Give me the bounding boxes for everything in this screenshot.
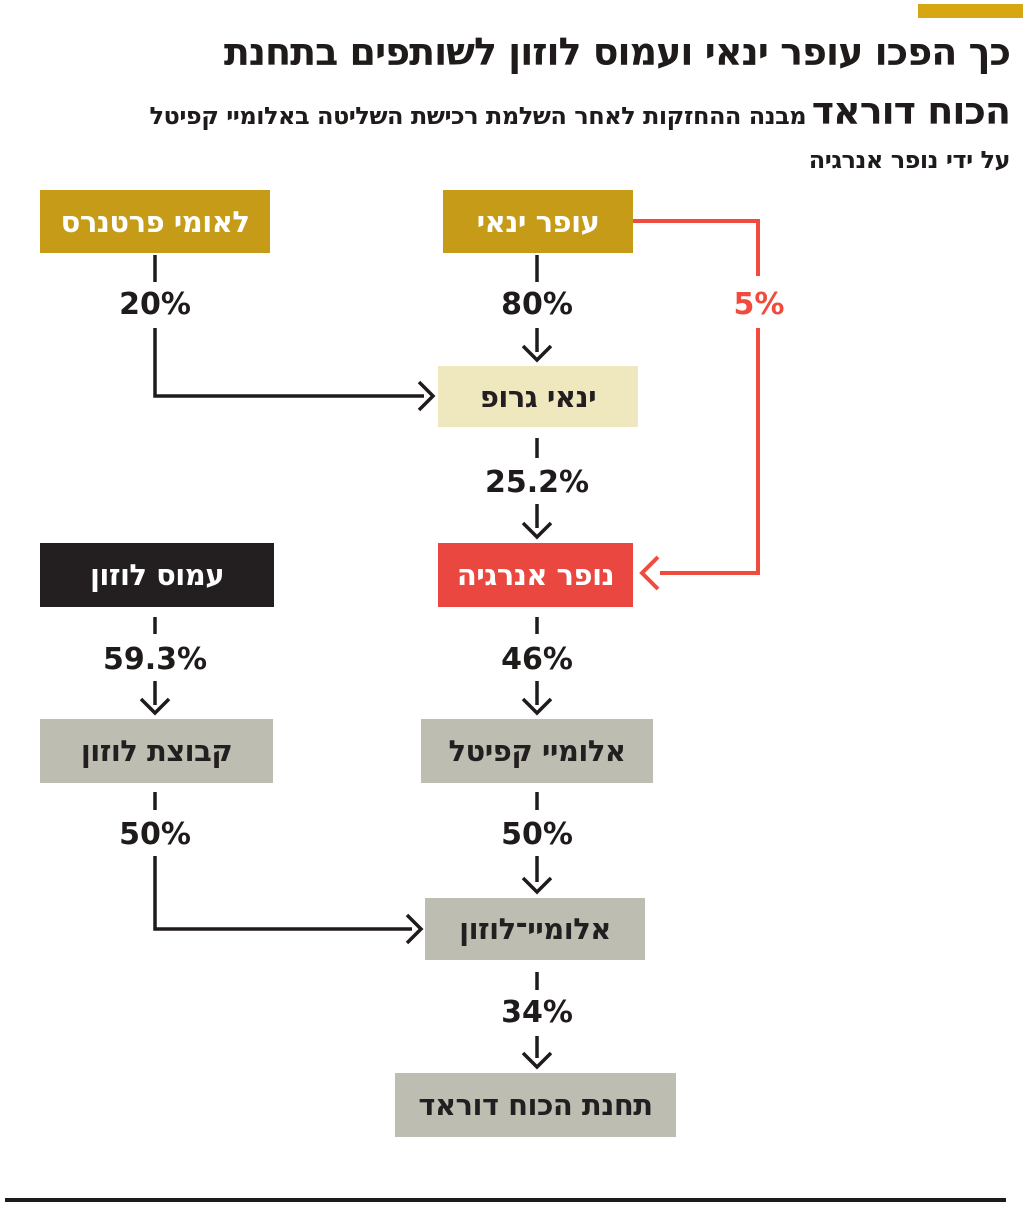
node-ofer-yanai: עופר ינאי bbox=[443, 190, 633, 253]
node-ellomay-lozon: אלומיי־לוזון bbox=[425, 898, 645, 960]
accent-bar bbox=[918, 4, 1023, 18]
arrowhead-down-yanai-group bbox=[521, 344, 553, 363]
node-dorad-power-station: תחנת הכוח דוראד bbox=[395, 1073, 676, 1137]
edge-label-yanai-25-2: 25.2% bbox=[484, 465, 590, 500]
arrowhead-down-lozon-group bbox=[139, 697, 171, 716]
title-line-1: כך הפכו עופר ינאי ועמוס לוזון לשותפים בת… bbox=[30, 24, 1011, 88]
subtitle-line-2: על ידי נופר אנרגיה bbox=[30, 142, 1011, 181]
subtitle-text: מבנה ההחזקות לאחר השלמת רכישת השליטה באל… bbox=[149, 102, 807, 130]
arrowhead-right-yanai-group bbox=[417, 380, 436, 412]
headline: כך הפכו עופר ינאי ועמוס לוזון לשותפים בת… bbox=[30, 24, 1011, 181]
node-ellomay-capital: אלומיי קפיטל bbox=[421, 719, 653, 783]
title-text-tail: הכוח דוראד bbox=[811, 89, 1011, 133]
edge-label-leumi-20: 20% bbox=[119, 287, 191, 322]
connector-leumi-to-yanai-group bbox=[153, 328, 424, 398]
arrowhead-down-dorad bbox=[521, 1051, 553, 1070]
connector-ofer-to-nofar-bottom bbox=[660, 328, 760, 575]
edge-label-ofer-5: 5% bbox=[733, 287, 785, 322]
edge-label-ofer-80: 80% bbox=[501, 287, 573, 322]
title-line-2: הכוח דוראד מבנה ההחזקות לאחר השלמת רכישת… bbox=[30, 88, 1011, 142]
arrowhead-down-ellomay-lozon bbox=[521, 876, 553, 895]
node-leumi-partners: לאומי פרטנרס bbox=[40, 190, 270, 253]
bottom-rule bbox=[5, 1198, 1006, 1202]
connector-lozon-group-to-ellomay-lozon bbox=[153, 856, 412, 931]
title-text: כך הפכו עופר ינאי ועמוס לוזון לשותפים בת… bbox=[223, 30, 1011, 74]
arrowhead-down-ellomay-capital bbox=[521, 697, 553, 716]
edge-label-nofar-46: 46% bbox=[501, 642, 573, 677]
node-yanai-group: ינאי גרופ bbox=[438, 366, 638, 427]
edge-label-ellomay-50: 50% bbox=[501, 817, 573, 852]
edge-label-lozon-50: 50% bbox=[119, 817, 191, 852]
arrowhead-right-ellomay-lozon bbox=[405, 913, 424, 945]
subtitle-text-tail: על ידי נופר אנרגיה bbox=[808, 146, 1011, 174]
edge-label-ellomay-lozon-34: 34% bbox=[501, 995, 573, 1030]
node-nofar-energia: נופר אנרגיה bbox=[438, 543, 633, 607]
arrowhead-left-nofar bbox=[639, 555, 660, 591]
arrowhead-down-nofar bbox=[521, 521, 553, 540]
edge-label-amos-59-3: 59.3% bbox=[102, 642, 208, 677]
node-amos-lozon: עמוס לוזון bbox=[40, 543, 274, 607]
node-lozon-group: קבוצת לוזון bbox=[40, 719, 273, 783]
connector-ofer-to-nofar-top bbox=[633, 219, 760, 276]
